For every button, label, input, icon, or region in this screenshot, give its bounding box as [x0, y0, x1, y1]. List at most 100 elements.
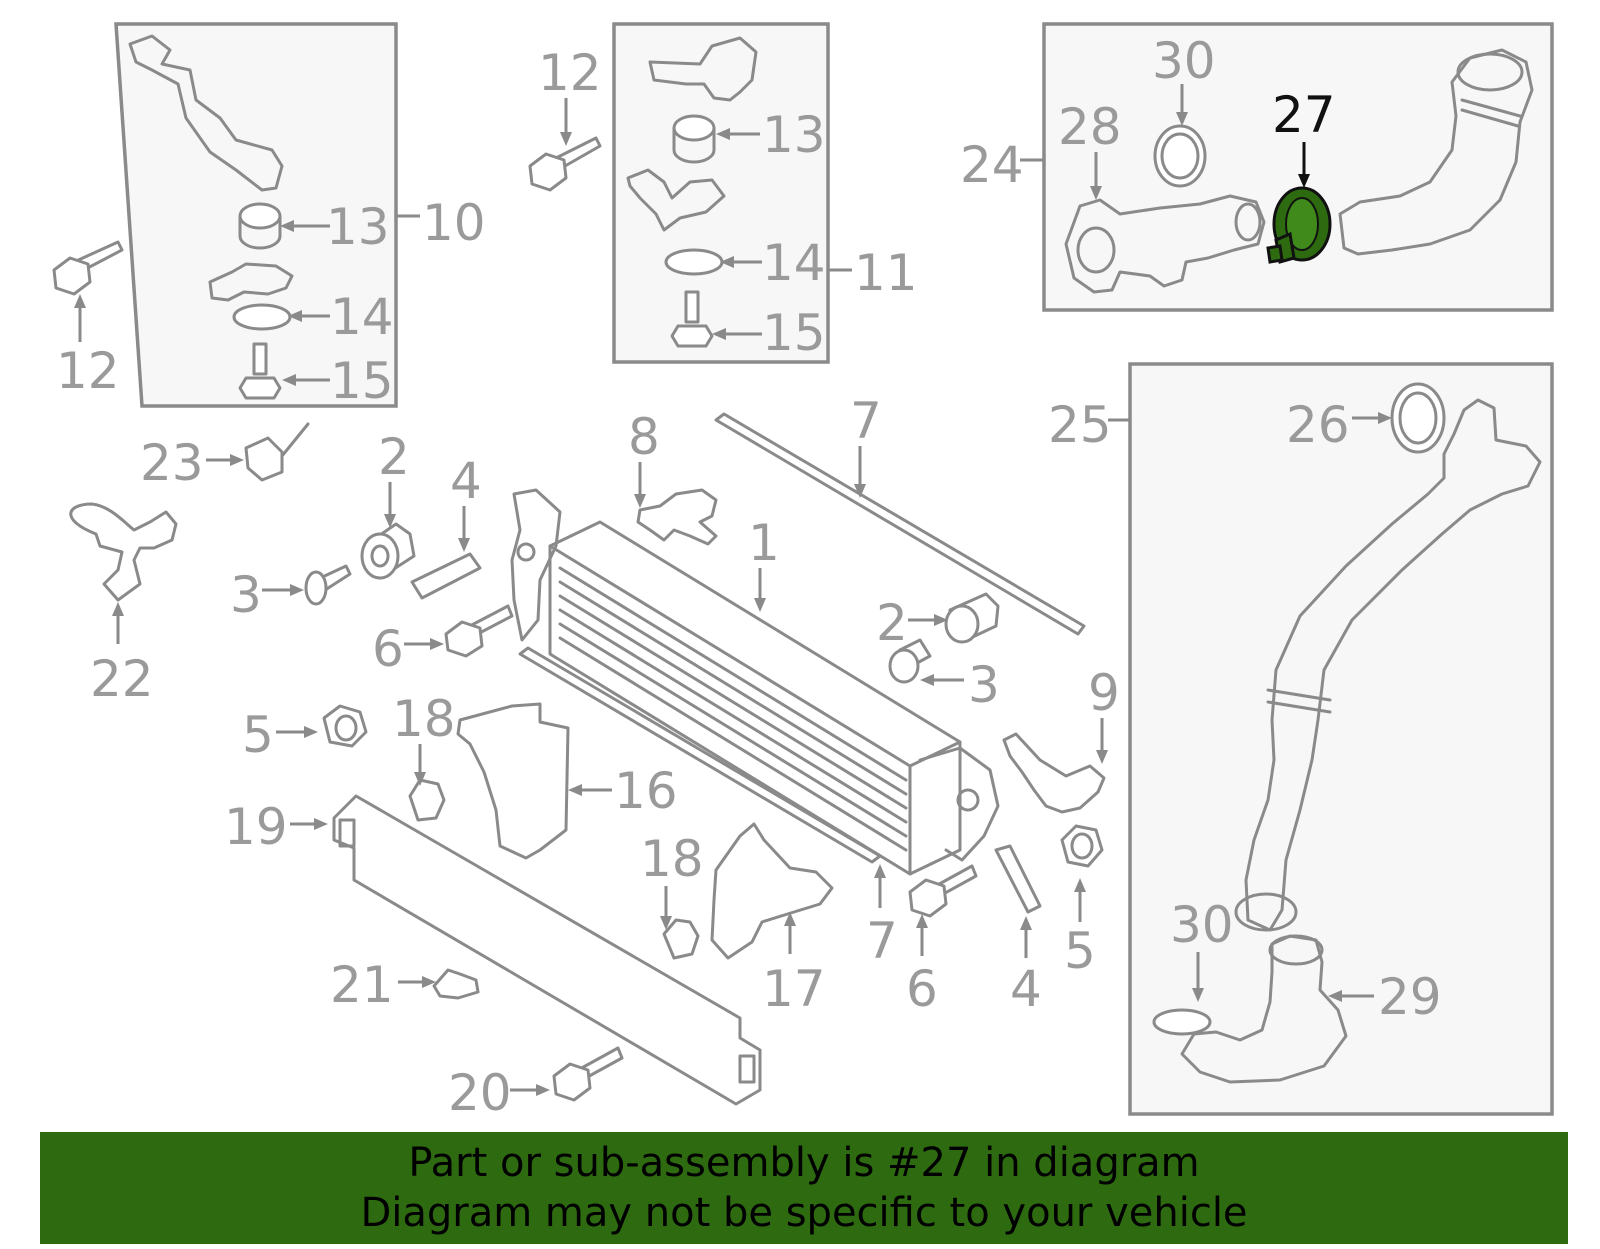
seal-strip-7-top: [714, 412, 1086, 636]
bracket-8: [636, 488, 718, 546]
callout-9: 9: [1088, 664, 1120, 722]
callout-12-left: 12: [56, 342, 120, 400]
washer-14-left: [232, 303, 292, 331]
callout-21: 21: [330, 956, 394, 1014]
insulator-2-right: [944, 592, 1000, 644]
seal-ring-26-inner: [1398, 391, 1438, 445]
pin-3-right: [888, 638, 932, 684]
washer-14-right: [664, 248, 724, 276]
dowel-4-bottom: [994, 844, 1042, 914]
callout-13-right: 13: [762, 106, 826, 164]
callout-27-highlighted: 27: [1272, 86, 1336, 144]
inlet-tube-28-port: [1076, 226, 1116, 274]
mount-bracket-right: [648, 36, 758, 102]
callout-18-top: 18: [392, 690, 456, 748]
callout-15-left: 15: [330, 352, 394, 410]
callout-15-right: 15: [762, 304, 826, 362]
callout-3-right: 3: [968, 656, 1000, 714]
insulator-13-left: [238, 202, 282, 250]
callout-2-left: 2: [378, 428, 410, 486]
callout-24: 24: [960, 136, 1024, 194]
callout-7-bottom: 7: [866, 912, 898, 970]
callout-8: 8: [628, 408, 660, 466]
callout-28: 28: [1058, 98, 1122, 156]
dowel-4-left: [410, 552, 482, 600]
callout-16: 16: [614, 762, 678, 820]
callout-4-left: 4: [450, 452, 482, 510]
insulator-13-right: [672, 114, 716, 164]
info-banner: Part or sub-assembly is #27 in diagram D…: [40, 1132, 1568, 1244]
seal-ring-30-top-inner: [1160, 132, 1200, 180]
callout-23: 23: [140, 434, 204, 492]
stud-15-left: [238, 342, 282, 400]
callout-14-left: 14: [330, 288, 394, 346]
callout-3-left: 3: [230, 566, 262, 624]
bolt-20: [552, 1046, 624, 1102]
air-guide-16: [456, 702, 570, 860]
hose-24-clamp: [1460, 98, 1522, 128]
charge-air-tube-25: [1244, 398, 1542, 932]
callout-5-bottom: 5: [1064, 922, 1096, 980]
hose-24-end: [1456, 52, 1524, 92]
callout-12-top: 12: [538, 44, 602, 102]
callout-17: 17: [762, 960, 826, 1018]
callout-22: 22: [90, 650, 154, 708]
leader-lines: [74, 84, 1392, 1096]
intercooler-1: [510, 488, 1000, 876]
deflector-panel-19: [332, 794, 762, 1106]
inlet-tube-28: [1064, 194, 1266, 294]
clip-21: [432, 968, 480, 1000]
bolt-12-top: [528, 136, 602, 192]
charge-air-tube-25-clamp: [1266, 688, 1332, 714]
insulator-2-left: [360, 522, 416, 580]
bolt-12-left: [52, 240, 124, 296]
seal-ring-30-bottom: [1152, 1008, 1212, 1036]
push-clip-18-bottom: [662, 918, 700, 960]
outlet-tube-29-end: [1268, 934, 1324, 966]
bracket-9: [1002, 732, 1106, 814]
duct-group-box-24: [1042, 22, 1554, 312]
sensor-22: [69, 502, 178, 602]
hose-clamp-27-highlighted: [1266, 186, 1332, 264]
callout-30-bottom: 30: [1170, 896, 1234, 954]
connector-23: [244, 422, 310, 482]
callout-1: 1: [748, 514, 780, 572]
callout-6-bottom: 6: [906, 960, 938, 1018]
callout-20: 20: [448, 1064, 512, 1122]
callout-labels: 12 13 10 14 15 12 13 14 11 15 24 30 28 2…: [56, 32, 1442, 1122]
outlet-tube-29: [1180, 934, 1348, 1084]
callout-26: 26: [1286, 396, 1350, 454]
nut-5-left: [322, 704, 368, 748]
callout-7-top: 7: [850, 392, 882, 450]
callout-6-left: 6: [372, 620, 404, 678]
clip-bracket-right: [626, 168, 726, 232]
callout-19: 19: [224, 798, 288, 856]
callout-14-right: 14: [762, 234, 826, 292]
seal-strip-7-bottom: [518, 646, 882, 864]
nut-5-right: [1060, 824, 1104, 868]
air-guide-17: [710, 822, 834, 960]
callout-5-left: 5: [242, 706, 274, 764]
clip-bracket-left: [208, 262, 294, 302]
bolt-6-left: [444, 604, 514, 658]
stud-15-right: [670, 290, 714, 348]
callout-30-top: 30: [1152, 32, 1216, 90]
inlet-tube-28-outlet: [1234, 202, 1262, 242]
callout-25: 25: [1048, 396, 1112, 454]
banner-disclaimer: Diagram may not be specific to your vehi…: [360, 1190, 1248, 1236]
callout-13-left: 13: [326, 198, 390, 256]
bolt-6-bottom: [908, 864, 978, 918]
callout-10: 10: [422, 194, 486, 252]
callout-18-bottom: 18: [640, 830, 704, 888]
charge-air-tube-25-end: [1234, 892, 1298, 932]
pin-3-left: [304, 564, 352, 606]
mount-bracket-left: [128, 34, 284, 192]
callout-2-right: 2: [876, 594, 908, 652]
callout-11: 11: [854, 244, 918, 302]
banner-part-note: Part or sub-assembly is #27 in diagram: [408, 1140, 1200, 1186]
callout-29: 29: [1378, 968, 1442, 1026]
callout-4-bottom: 4: [1010, 960, 1042, 1018]
push-clip-18-top: [408, 778, 446, 822]
hose-24: [1338, 48, 1534, 256]
